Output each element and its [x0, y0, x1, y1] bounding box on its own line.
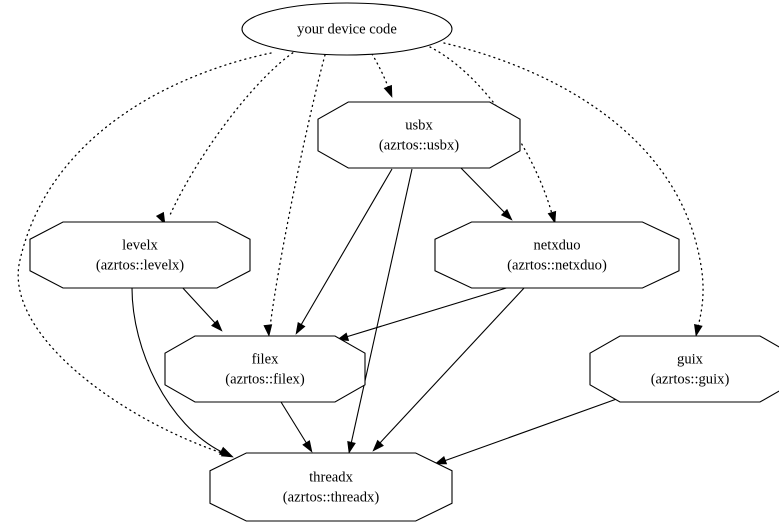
arrowhead-icon: [211, 319, 223, 332]
node-label-primary: filex: [252, 351, 279, 367]
edge-filex-threadx: [280, 401, 313, 453]
node-device[interactable]: your device code: [241, 2, 453, 56]
node-label-secondary: (azrtos::usbx): [379, 137, 459, 153]
edge-line: [269, 54, 326, 328]
node-levelx[interactable]: levelx(azrtos::levelx): [29, 221, 251, 289]
node-shape-octagon: [317, 101, 521, 169]
edge-line: [280, 401, 308, 445]
node-shape-octagon: [164, 335, 366, 403]
edge-line: [443, 395, 626, 462]
arrowhead-icon: [500, 208, 513, 221]
node-shape-octagon: [209, 452, 453, 522]
arrowhead-icon: [434, 455, 448, 465]
edge-device-usbx: [371, 53, 393, 98]
edge-line: [300, 168, 393, 326]
node-label-primary: threadx: [309, 469, 353, 485]
edge-line: [443, 42, 704, 328]
edge-line: [350, 168, 413, 445]
edge-line: [131, 287, 223, 453]
arrowhead-icon: [295, 321, 306, 335]
node-label-primary: levelx: [122, 237, 158, 253]
node-label-secondary: (azrtos::guix): [651, 371, 730, 387]
edge-line: [180, 285, 217, 325]
edge-line: [345, 284, 517, 338]
nodes-layer: your device codeusbx(azrtos::usbx)levelx…: [29, 2, 779, 522]
node-label-secondary: (azrtos::threadx): [283, 489, 380, 505]
edge-line: [17, 52, 272, 456]
node-shape-octagon: [589, 335, 779, 403]
node-shape-octagon: [29, 221, 251, 289]
node-label-primary: netxduo: [533, 237, 580, 253]
edge-line: [169, 49, 298, 216]
arrowhead-icon: [547, 210, 557, 224]
edge-line: [371, 53, 390, 90]
arrowhead-icon: [694, 324, 703, 337]
node-netxduo[interactable]: netxduo(azrtos::netxduo): [434, 221, 680, 289]
edge-usbx-filex: [295, 168, 393, 335]
arrowhead-icon: [347, 440, 356, 454]
node-guix[interactable]: guix(azrtos::guix): [589, 335, 779, 403]
arrowhead-icon: [372, 439, 384, 452]
arrowhead-icon: [218, 446, 232, 457]
arrowhead-icon: [383, 84, 393, 98]
arrowhead-icon: [155, 211, 166, 225]
edge-levelx-threadx: [131, 287, 232, 457]
edge-device-filex: [263, 54, 326, 337]
node-shape-octagon: [434, 221, 680, 289]
edge-line: [378, 286, 526, 445]
edge-device-levelx: [155, 49, 298, 225]
edge-netxduo-filex: [336, 284, 517, 341]
node-label-primary: usbx: [405, 117, 433, 133]
edges-layer: [17, 42, 704, 465]
node-label-secondary: (azrtos::netxduo): [507, 257, 607, 273]
node-shape-ellipse: [241, 2, 453, 56]
edge-guix-threadx: [434, 395, 626, 465]
edge-device-netxduo: [429, 46, 557, 224]
node-usbx[interactable]: usbx(azrtos::usbx): [317, 101, 521, 169]
arrowhead-icon: [302, 440, 313, 453]
edge-usbx-netxduo: [458, 165, 513, 221]
edge-netxduo-threadx: [372, 286, 526, 452]
edge-levelx-filex: [180, 285, 223, 332]
node-label-secondary: (azrtos::levelx): [96, 257, 184, 273]
node-label-primary: your device code: [297, 21, 397, 37]
node-label-primary: guix: [677, 351, 704, 367]
node-filex[interactable]: filex(azrtos::filex): [164, 335, 366, 403]
edge-usbx-threadx: [347, 168, 413, 454]
edge-device-guix: [443, 42, 704, 337]
arrowhead-icon: [263, 324, 273, 337]
node-threadx[interactable]: threadx(azrtos::threadx): [209, 452, 453, 522]
edge-line: [458, 165, 506, 214]
node-label-secondary: (azrtos::filex): [225, 371, 305, 387]
